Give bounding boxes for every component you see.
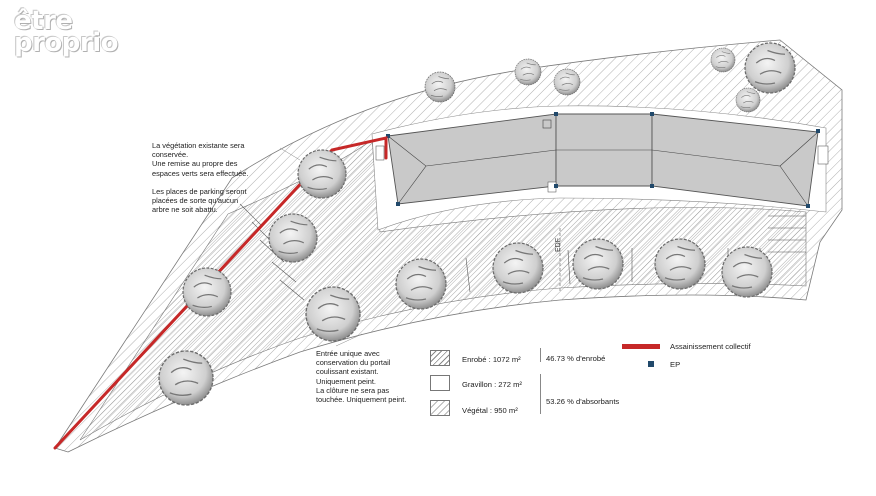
vegetal-label: Végétal : 950 m² [462,406,518,415]
etre-proprio-logo: être proprio [14,6,119,58]
absorbants-percentage: 53.26 % d'absorbants [546,397,620,406]
vegetal-swatch [430,400,450,416]
ep-markers [386,112,820,208]
enrobe-pct-bracket [540,348,543,362]
logo-line-2: proprio [14,28,119,58]
gravillon-swatch [430,375,450,391]
building [375,113,829,207]
enrobe-percentage: 46.73 % d'enrobé [546,354,606,363]
logo-line-1: être [14,6,73,36]
absorbants-pct-bracket [540,374,543,414]
assainissement-label: Assainissement collectif [670,342,751,351]
ep-swatch [648,361,654,367]
vegetation-note: La végétation existante sera conservée. … [152,141,249,215]
enrobe-swatch [430,350,450,366]
entrance-note: Entrée unique avec conservation du porta… [316,349,407,405]
ep-label: EP [670,360,681,369]
gravillon-label: Gravillon : 272 m² [462,380,522,389]
assainissement-swatch [622,344,660,349]
edf-label: EDF [555,238,562,252]
enrobe-label: Enrobé : 1072 m² [462,355,521,364]
